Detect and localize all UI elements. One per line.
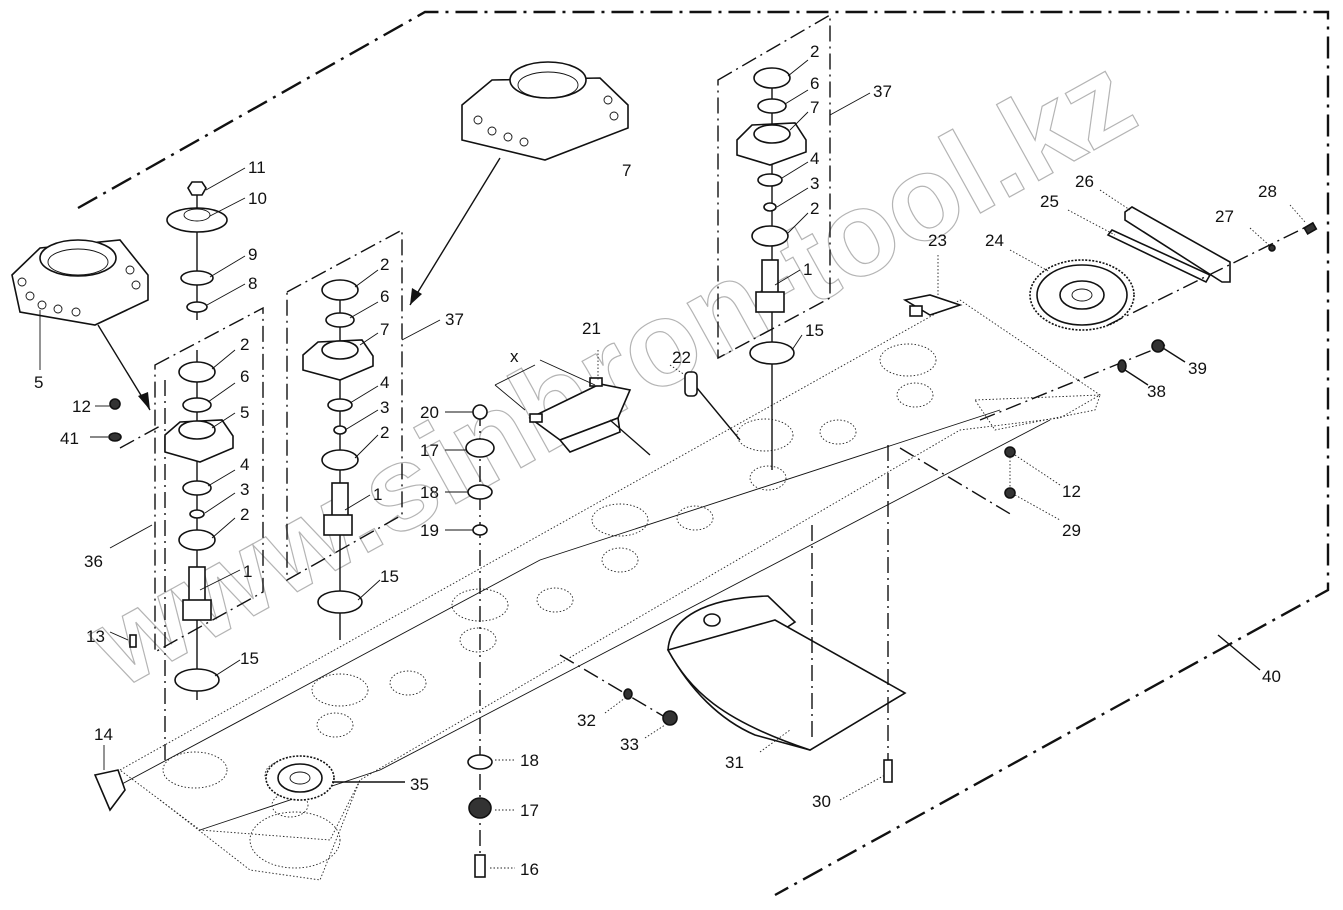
callout-2: 2 bbox=[810, 199, 819, 218]
callout-37: 37 bbox=[445, 310, 464, 329]
callout-39: 39 bbox=[1188, 359, 1207, 378]
callout-6: 6 bbox=[810, 74, 819, 93]
callout-41: 41 bbox=[60, 429, 79, 448]
callout-5-housing: 5 bbox=[34, 373, 43, 392]
callout-11: 11 bbox=[248, 158, 266, 177]
callout-15: 15 bbox=[805, 321, 824, 340]
callout-22: 22 bbox=[672, 348, 691, 367]
callout-13: 13 bbox=[86, 627, 105, 646]
callout-24: 24 bbox=[985, 231, 1004, 250]
callout-4: 4 bbox=[380, 373, 389, 392]
part-29-washer bbox=[1004, 487, 1016, 499]
part-31-cover-plate bbox=[666, 445, 907, 760]
callout-16: 16 bbox=[520, 860, 539, 879]
callout-7: 7 bbox=[380, 320, 389, 339]
callout-12-right: 12 bbox=[1062, 482, 1081, 501]
callout-31: 31 bbox=[725, 753, 744, 772]
callout-17: 17 bbox=[520, 801, 539, 820]
callout-18: 18 bbox=[420, 483, 439, 502]
callout-labels: 11 10 9 8 5 12 41 2 6 5 4 3 2 1 36 13 15… bbox=[34, 42, 1281, 879]
callout-35: 35 bbox=[410, 775, 429, 794]
part-5-housing bbox=[11, 239, 149, 326]
part-22-stud bbox=[684, 371, 741, 441]
callout-36: 36 bbox=[84, 552, 103, 571]
part-39-plug bbox=[1151, 339, 1165, 353]
part-32-washer bbox=[623, 688, 633, 700]
dimension-x: x bbox=[510, 347, 519, 366]
part-27-washer bbox=[1268, 244, 1276, 252]
callout-1: 1 bbox=[243, 562, 252, 581]
callout-10: 10 bbox=[248, 189, 267, 208]
callout-15: 15 bbox=[380, 567, 399, 586]
part-14-shoe bbox=[93, 769, 126, 812]
callout-14: 14 bbox=[94, 725, 113, 744]
callout-1: 1 bbox=[373, 485, 382, 504]
callout-2: 2 bbox=[380, 255, 389, 274]
callout-2: 2 bbox=[240, 505, 249, 524]
callout-37: 37 bbox=[873, 82, 892, 101]
callout-3: 3 bbox=[380, 398, 389, 417]
callout-29: 29 bbox=[1062, 521, 1081, 540]
callout-15: 15 bbox=[240, 649, 259, 668]
callout-18: 18 bbox=[520, 751, 539, 770]
callout-4: 4 bbox=[810, 149, 819, 168]
part-41-washer bbox=[108, 432, 122, 442]
callout-7: 7 bbox=[810, 98, 819, 117]
top-hub-stack bbox=[166, 181, 228, 320]
arrow-7-head bbox=[410, 288, 422, 305]
part-33-plug bbox=[662, 710, 678, 726]
callout-3: 3 bbox=[810, 174, 819, 193]
callout-12-left: 12 bbox=[72, 397, 91, 416]
callout-3: 3 bbox=[240, 480, 249, 499]
callout-2: 2 bbox=[810, 42, 819, 61]
callout-6: 6 bbox=[240, 367, 249, 386]
assembly-40-boundary bbox=[77, 10, 1330, 897]
callout-26: 26 bbox=[1075, 172, 1094, 191]
callout-7-housing: 7 bbox=[622, 161, 631, 180]
callout-25: 25 bbox=[1040, 192, 1059, 211]
callout-4: 4 bbox=[240, 455, 249, 474]
callout-5: 5 bbox=[240, 403, 249, 422]
callout-38: 38 bbox=[1147, 382, 1166, 401]
callout-28: 28 bbox=[1258, 182, 1277, 201]
callout-23: 23 bbox=[928, 231, 947, 250]
center-fastener-stack bbox=[465, 404, 495, 878]
part-12-nut-right bbox=[1004, 446, 1016, 458]
callout-40: 40 bbox=[1262, 667, 1281, 686]
part-30-screw bbox=[883, 759, 893, 783]
callout-30: 30 bbox=[812, 792, 831, 811]
part-21-guard bbox=[494, 359, 651, 456]
callout-2: 2 bbox=[240, 335, 249, 354]
part-7-housing bbox=[461, 61, 629, 161]
callout-1: 1 bbox=[803, 260, 812, 279]
part-35-gear bbox=[265, 755, 335, 801]
callout-33: 33 bbox=[620, 735, 639, 754]
leader-lines bbox=[39, 59, 1306, 869]
arrow-7 bbox=[409, 157, 501, 306]
arrow-5-head bbox=[138, 392, 150, 410]
callout-32: 32 bbox=[577, 711, 596, 730]
callout-19: 19 bbox=[420, 521, 439, 540]
callout-20: 20 bbox=[420, 403, 439, 422]
part-38-washer bbox=[1117, 359, 1127, 373]
part-24-gear bbox=[1029, 259, 1135, 331]
part-13-pin bbox=[129, 634, 137, 648]
callout-9: 9 bbox=[248, 245, 257, 264]
callout-8: 8 bbox=[248, 274, 257, 293]
callout-17: 17 bbox=[420, 441, 439, 460]
part-28-screw bbox=[1303, 221, 1318, 236]
callout-21: 21 bbox=[582, 319, 601, 338]
cutter-bar-body bbox=[119, 299, 1101, 881]
assembly-37-right bbox=[717, 13, 831, 470]
callout-2: 2 bbox=[380, 423, 389, 442]
callout-27: 27 bbox=[1215, 207, 1234, 226]
part-12-nut-left bbox=[109, 398, 121, 410]
callout-6: 6 bbox=[380, 287, 389, 306]
assembly-37-middle bbox=[286, 228, 403, 640]
part-26-bracket bbox=[1124, 206, 1231, 283]
